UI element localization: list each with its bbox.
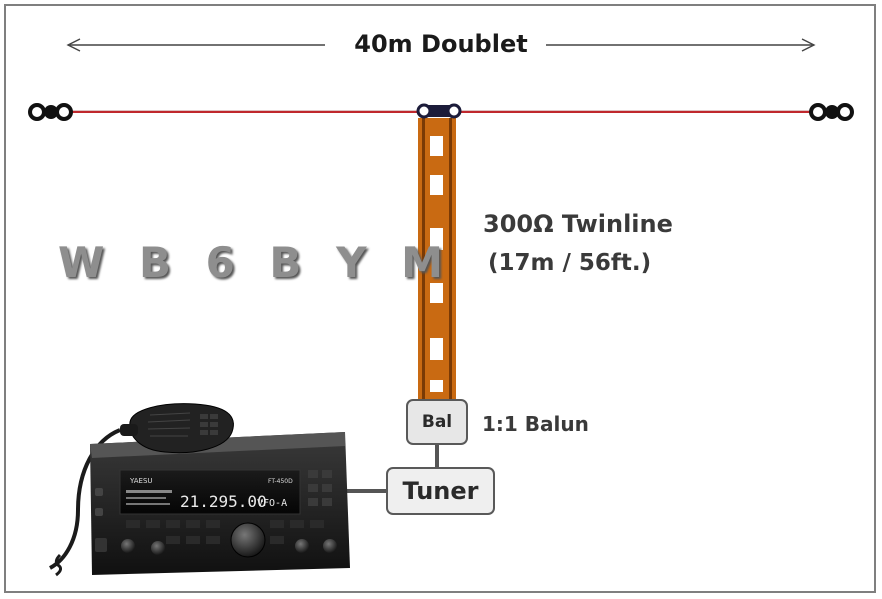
balun-label: 1:1 Balun (482, 412, 589, 436)
diagram-title: 40m Doublet (354, 30, 528, 58)
radio-model: FT-450D (268, 478, 293, 485)
feedline-length-label: (17m / 56ft.) (488, 250, 652, 276)
span-arrow (66, 38, 816, 52)
callsign-label: W B 6 B Y M (58, 238, 453, 287)
twinline-feedline (418, 118, 456, 400)
tuner-box: Tuner (386, 467, 495, 515)
radio-frequency: 21.295.00 (180, 492, 267, 511)
radio-brand: YAESU (129, 477, 153, 485)
radio-vfo: VFO-A (257, 498, 287, 509)
balun-box: Bal (406, 399, 468, 445)
feedline-label: 300Ω Twinline (483, 210, 673, 238)
transceiver-radio: YAESU FT-450D 21.295.00 VFO-A (48, 403, 350, 577)
center-insulator (416, 103, 462, 119)
right-insulator (809, 103, 854, 121)
left-insulator (28, 103, 73, 121)
